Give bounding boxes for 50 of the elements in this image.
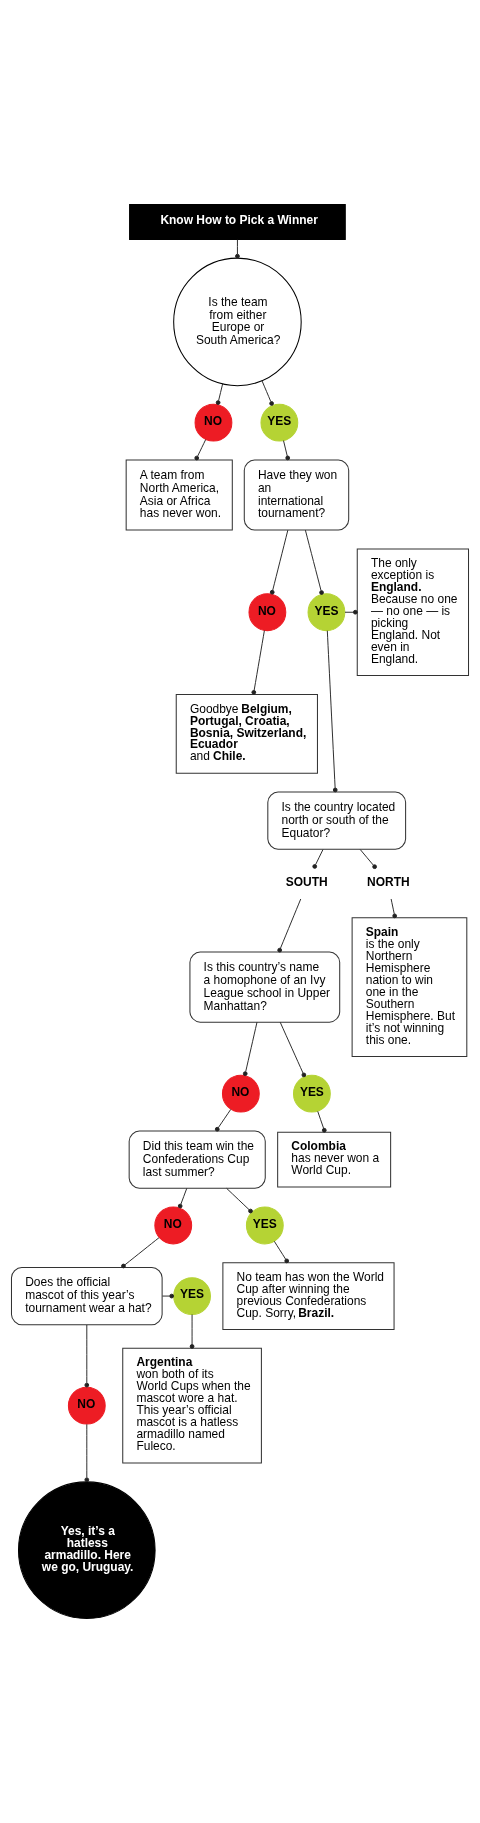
node-box: Goodbye Belgium, Portugal, Croatia, Bosnia, Switzerland, Ecuador and Chile.: [175, 693, 318, 774]
connector: [359, 849, 377, 870]
connector: [317, 1110, 327, 1133]
node-box: Know How to Pick a Winner: [129, 203, 346, 241]
connector: [121, 1237, 160, 1269]
node-box: No team has won the World Cup after winning the previous Confederations Cup. Sorry, Brazil.: [222, 1262, 395, 1330]
node-circle: NO: [194, 403, 233, 442]
node-box: The only exception is England. Because no one — no one — is picking England. Not even in England.: [356, 548, 470, 677]
connector: [84, 1324, 90, 1388]
connector: [283, 440, 291, 461]
connector: [304, 529, 324, 595]
connector: [273, 1240, 290, 1264]
node-circle: NO: [154, 1206, 193, 1245]
node-text: SOUTH: [285, 874, 328, 889]
node-box: Spain is the only Northern Hemisphere nation to win one in the Southern Hemisphere. But it’s not winning this one.: [351, 917, 468, 1057]
connector: [277, 898, 302, 953]
node-circle: Yes, it’s a hatless armadillo. Here we go, Uruguay.: [17, 1481, 156, 1619]
connector: [326, 630, 338, 793]
node-box: Colombia has never won a World Cup.: [277, 1131, 392, 1188]
node-circle: YES: [307, 593, 346, 632]
connector: [251, 630, 265, 695]
connector: [390, 898, 398, 919]
connector: [269, 529, 289, 595]
connector: [312, 849, 324, 869]
node-circle: YES: [173, 1277, 211, 1315]
connector: [194, 439, 207, 461]
node-box: Is this country’s name a homophone of an Ivy League school in Upper Manhattan?: [189, 951, 341, 1023]
connector: [261, 380, 274, 406]
connector: [242, 1021, 258, 1076]
connector: [279, 1021, 307, 1078]
connector: [214, 1108, 232, 1132]
connector: [235, 239, 240, 259]
node-box: Argentina won both of its World Cups when the mascot wore a hat. This year’s official mascot is a hatless armadillo named Fuleco.: [122, 1347, 262, 1464]
connector: [344, 609, 358, 615]
node-circle: Is the team from either Europe or South America?: [173, 257, 302, 387]
connector: [215, 383, 224, 405]
connector: [226, 1187, 253, 1214]
node-circle: NO: [67, 1386, 106, 1425]
node-text: NORTH: [367, 874, 410, 889]
connector: [189, 1314, 195, 1349]
node-box: Have they won an international tournament?: [243, 459, 350, 531]
connector: [84, 1423, 90, 1483]
node-box: Did this team win the Confederations Cup last summer?: [128, 1130, 266, 1189]
node-box: Does the official mascot of this year’s tournament wear a hat?: [10, 1266, 163, 1326]
node-box: A team from North America, Asia or Africa has never won.: [125, 459, 233, 531]
connector: [177, 1187, 188, 1209]
node-box: Is the country located north or south of the Equator?: [267, 791, 407, 850]
node-circle: NO: [221, 1074, 260, 1113]
connector: [162, 1293, 175, 1299]
node-circle: NO: [248, 593, 287, 632]
